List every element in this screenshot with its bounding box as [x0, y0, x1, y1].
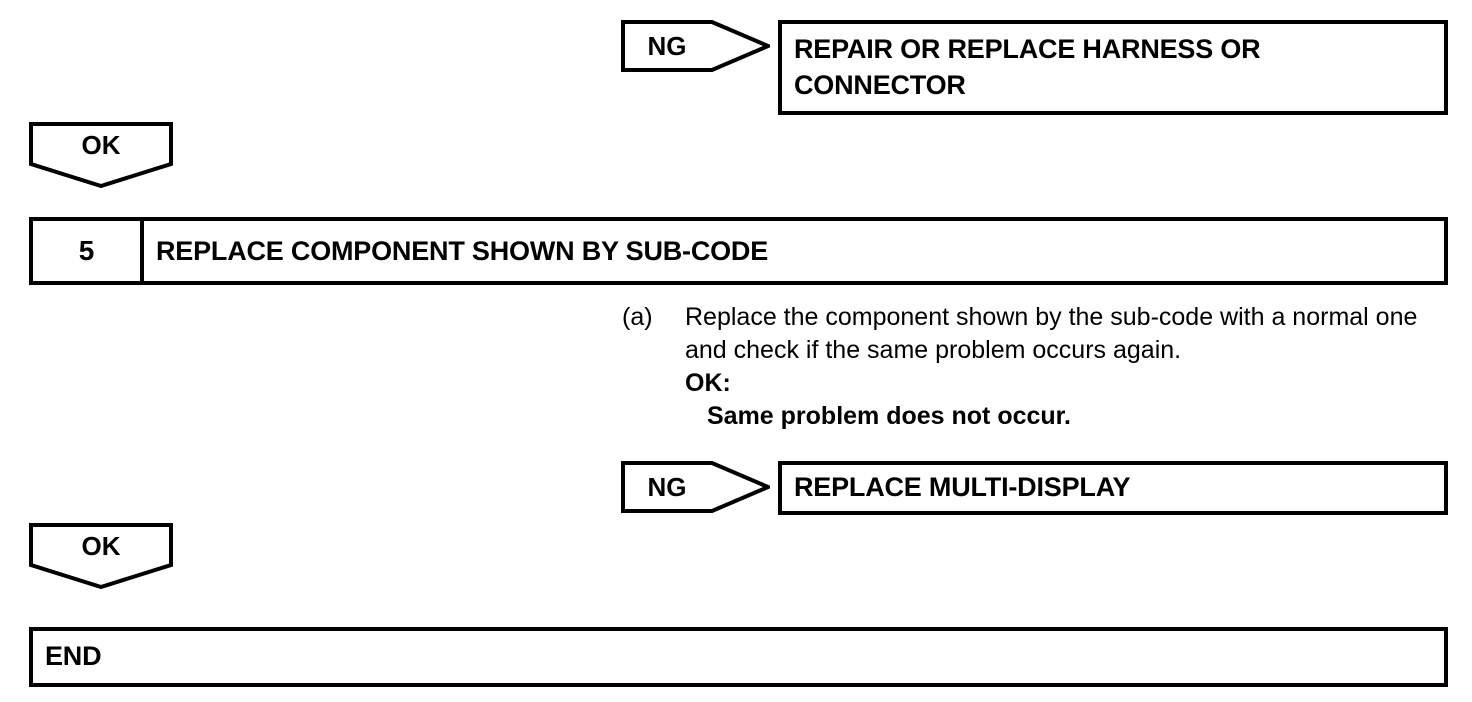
step-number-5: 5	[33, 221, 144, 281]
ok-pointer-shape	[29, 122, 173, 188]
procedure-item-a: (a) Replace the component shown by the s…	[622, 301, 1452, 433]
ng-branch-pointer-multidisplay: NG	[621, 461, 770, 513]
action-box-replace-multidisplay: REPLACE MULTI-DISPLAY	[778, 461, 1448, 515]
ng-pointer-shape	[621, 20, 770, 72]
ok-pointer-shape	[29, 523, 173, 589]
ng-branch-label-multidisplay: NG	[647, 471, 687, 502]
action-box-end-text: END	[45, 641, 102, 672]
procedure-result-label: OK:	[685, 369, 731, 397]
ok-branch-pointer-step5: OK	[29, 122, 173, 188]
step-title-5: REPLACE COMPONENT SHOWN BY SUB-CODE	[156, 235, 769, 266]
step5-procedure-block: (a) Replace the component shown by the s…	[622, 301, 1452, 433]
procedure-marker-a: (a)	[622, 303, 653, 331]
procedure-result-value: Same problem does not occur.	[707, 402, 1071, 430]
procedure-text-a: Replace the component shown by the sub-c…	[685, 303, 1418, 364]
step-bar-5: 5 REPLACE COMPONENT SHOWN BY SUB-CODE	[29, 217, 1448, 285]
action-box-repair-harness-text: REPAIR OR REPLACE HARNESS OR CONNECTOR	[794, 33, 1261, 100]
action-box-end: END	[29, 627, 1448, 687]
ng-branch-label-repair: NG	[647, 30, 687, 61]
action-box-repair-harness: REPAIR OR REPLACE HARNESS OR CONNECTOR	[778, 20, 1448, 115]
ok-branch-label-step5: OK	[81, 129, 121, 160]
ng-pointer-shape	[621, 461, 770, 513]
ng-branch-pointer-repair: NG	[621, 20, 770, 72]
ok-branch-pointer-end: OK	[29, 523, 173, 589]
ok-branch-label-end: OK	[81, 530, 121, 561]
action-box-replace-multidisplay-text: REPLACE MULTI-DISPLAY	[794, 472, 1131, 503]
